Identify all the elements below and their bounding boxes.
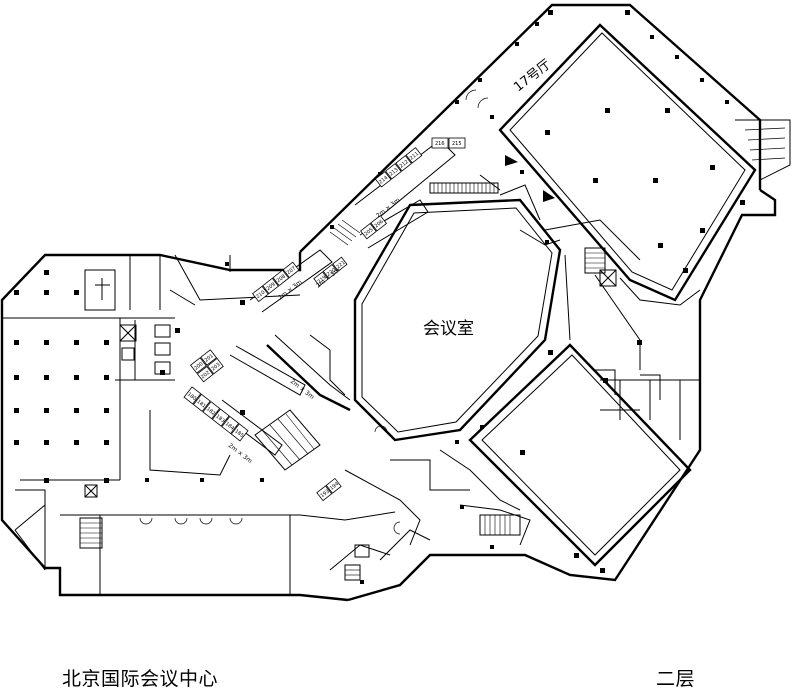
booths-centre-cluster: 200 201 202 203 bbox=[190, 349, 224, 383]
booth-label: 209 bbox=[265, 282, 276, 293]
booth-label: 214 bbox=[378, 175, 389, 186]
booths-mid-diag: 210 209 208 207 bbox=[252, 261, 300, 303]
meeting-room bbox=[353, 198, 562, 442]
booth-label: 180 bbox=[186, 391, 197, 402]
booths-bottom-pair: 193 194 bbox=[316, 477, 342, 502]
booths-inner-pair: 205 206 bbox=[360, 215, 388, 240]
booth-label: 183 bbox=[214, 414, 225, 425]
columns bbox=[14, 10, 745, 584]
booth-label: 219 bbox=[317, 275, 328, 286]
booth-label: 211 bbox=[409, 151, 420, 162]
doors bbox=[139, 89, 555, 535]
booth-label: 212 bbox=[398, 159, 409, 170]
meeting-room-label: 会议室 bbox=[423, 319, 474, 339]
booth-label: 210 bbox=[255, 290, 266, 301]
booth-label: 202 bbox=[200, 370, 211, 381]
booth-label: 203 bbox=[210, 362, 221, 373]
stairs bbox=[79, 182, 606, 581]
booth-label: 182 bbox=[205, 406, 216, 417]
floor-plan: 216 215 214 213 212 211 210 209 208 207 bbox=[0, 3, 791, 602]
venue-name: 北京国际会议中心 bbox=[62, 668, 219, 690]
booth-label: 206 bbox=[373, 219, 384, 230]
booth-label: 205 bbox=[363, 227, 374, 238]
booth-label: 208 bbox=[276, 274, 287, 285]
booths-small-block: 219 220 221 bbox=[313, 256, 348, 287]
booths-left-stack: 180 181 182 183 184 185 bbox=[183, 386, 249, 442]
booth-label: 185 bbox=[233, 428, 244, 439]
size-label: 2m × 3m bbox=[375, 197, 402, 220]
booth-label: 200 bbox=[193, 361, 204, 372]
size-label: 2m × 3m bbox=[289, 378, 316, 401]
booth-label: 181 bbox=[196, 399, 207, 410]
right-lower-hall bbox=[468, 343, 700, 567]
booth-label: 213 bbox=[388, 167, 399, 178]
floor-name: 二层 bbox=[656, 668, 696, 690]
booth-label: 184 bbox=[224, 421, 235, 432]
booth-label: 215 bbox=[452, 141, 462, 147]
booth-label: 193 bbox=[319, 489, 330, 500]
booth-label: 201 bbox=[203, 353, 214, 364]
interior-walls bbox=[2, 174, 661, 595]
booth-label: 220 bbox=[326, 267, 337, 278]
hall-17 bbox=[498, 23, 791, 306]
booths-top-row: 216 215 bbox=[431, 137, 466, 149]
booth-label: 207 bbox=[286, 266, 297, 277]
booth-label: 221 bbox=[335, 260, 346, 271]
lifts bbox=[84, 269, 617, 558]
hall-17-label: 17号厅 bbox=[511, 57, 554, 95]
booth-label: 216 bbox=[435, 141, 445, 147]
booth-label: 194 bbox=[329, 481, 340, 492]
booths-upper-diag: 214 213 212 211 bbox=[374, 147, 423, 188]
size-label: 2m × 3m bbox=[227, 442, 254, 465]
